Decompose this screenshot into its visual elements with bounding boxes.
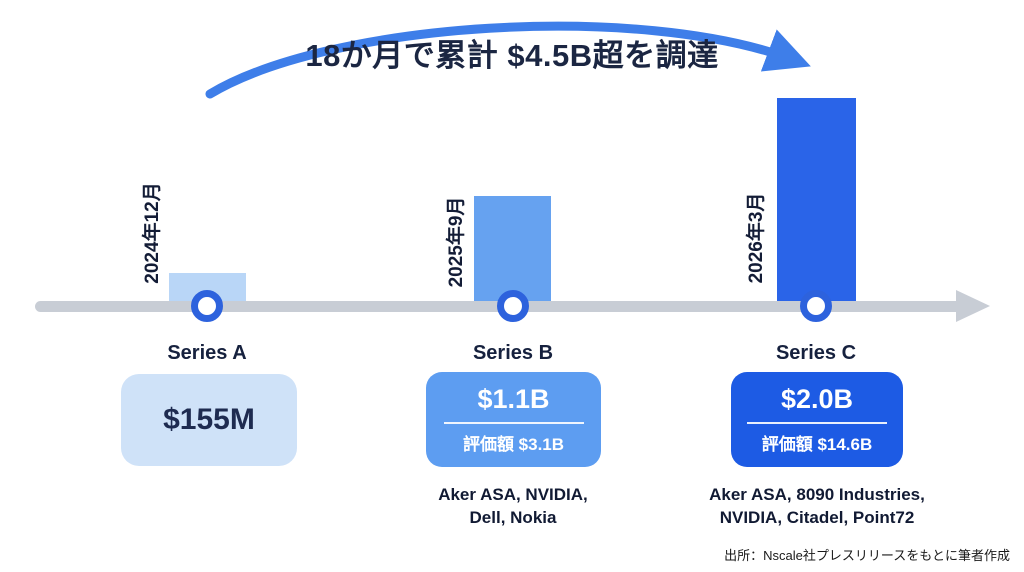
amount-series-b: $1.1B bbox=[477, 384, 550, 414]
bar-series-b bbox=[474, 196, 551, 301]
date-label-series-c: 2026年3月 bbox=[746, 192, 767, 284]
card-series-a: $155M bbox=[121, 374, 297, 466]
timeline-marker-series-b-icon bbox=[497, 290, 529, 322]
chart-title: 18か月で累計 $4.5B超を調達 bbox=[305, 38, 719, 73]
card-divider bbox=[443, 422, 584, 424]
card-divider bbox=[747, 422, 887, 424]
timeline-marker-series-a-icon bbox=[191, 290, 223, 322]
bar-series-c bbox=[777, 98, 856, 301]
cumulative-raise-arrow-icon bbox=[205, 21, 811, 99]
timeline-marker-series-c-icon bbox=[800, 290, 832, 322]
date-label-series-b: 2025年9月 bbox=[446, 196, 467, 288]
timeline-axis bbox=[35, 301, 958, 312]
investors-series-c: Aker ASA, 8090 Industries, NVIDIA, Citad… bbox=[709, 485, 925, 527]
timeline-arrowhead-icon bbox=[956, 290, 990, 322]
card-series-b: $1.1B 評価額 $3.1B bbox=[426, 372, 601, 467]
amount-series-a: $155M bbox=[163, 403, 255, 436]
series-c-label: Series C bbox=[775, 342, 857, 364]
series-b-label: Series B bbox=[472, 342, 554, 364]
card-series-c: $2.0B 評価額 $14.6B bbox=[731, 372, 903, 467]
date-label-series-a: 2024年12月 bbox=[142, 182, 163, 284]
amount-series-c: $2.0B bbox=[780, 384, 854, 414]
series-a-label: Series A bbox=[167, 342, 247, 364]
valuation-series-c: 評価額 $14.6B bbox=[761, 435, 873, 454]
valuation-series-b: 評価額 $3.1B bbox=[462, 435, 565, 454]
source-note: 出所：Nscale社プレスリリースをもとに筆者作成 bbox=[724, 548, 1010, 563]
investors-series-b: Aker ASA, NVIDIA, Dell, Nokia bbox=[438, 485, 588, 527]
